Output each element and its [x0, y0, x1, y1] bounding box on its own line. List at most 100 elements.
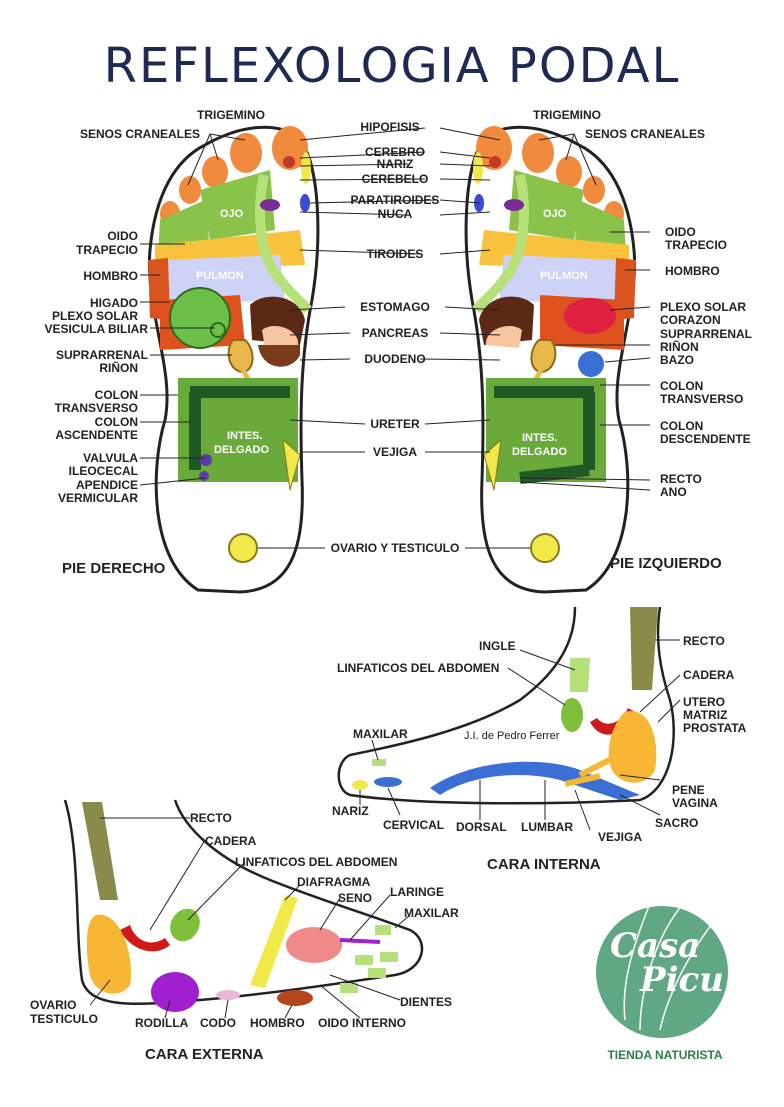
label-oido-r: OIDO [107, 229, 138, 243]
label-dientes: DIENTES [400, 995, 453, 1009]
label-cerebro: CEREBRO [364, 145, 425, 159]
label-ascendente: ASCENDENTE [55, 428, 138, 442]
leader-lines-top [139, 127, 651, 549]
logo-line1: Casa [610, 926, 701, 966]
label-colon-r1: COLON [94, 388, 138, 402]
label-vesicula-biliar: VESICULA BILIAR [44, 322, 148, 336]
label-matriz: MATRIZ [683, 708, 728, 722]
label-nuca: NUCA [377, 207, 413, 221]
label-utero: UTERO [683, 695, 725, 709]
caption-cara-interna: CARA INTERNA [487, 856, 601, 873]
label-maxilar-interna: MAXILAR [353, 727, 408, 741]
label-pulmon-l: PULMON [540, 270, 588, 282]
label-duodeno: DUODENO [364, 352, 426, 366]
label-intes-r: INTES. [227, 430, 263, 442]
label-corazon: CORAZON [660, 313, 721, 327]
label-apendice: APENDICE [75, 478, 138, 492]
label-dorsal: DORSAL [456, 820, 507, 834]
label-intes-l: INTES. [522, 432, 558, 444]
label-transverso-r: TRANSVERSO [54, 401, 138, 415]
label-vermicular: VERMICULAR [58, 491, 138, 505]
label-lumbar: LUMBAR [521, 820, 573, 834]
label-laringe: LARINGE [390, 885, 444, 899]
logo-tagline: TIENDA NATURISTA [607, 1048, 723, 1062]
label-trigemino-r: TRIGEMINO [197, 108, 265, 122]
label-cervical: CERVICAL [383, 818, 445, 832]
label-maxilar-externa: MAXILAR [404, 906, 459, 920]
label-cadera-interna: CADERA [683, 668, 735, 682]
label-nariz: NARIZ [376, 157, 414, 171]
label-ojo-r: OJO [220, 208, 244, 220]
label-ovario-testiculo: OVARIO Y TESTICULO [330, 541, 460, 555]
label-cadera-externa: CADERA [205, 834, 257, 848]
label-ojo-l: OJO [543, 208, 567, 220]
label-oido-interno: OIDO INTERNO [318, 1016, 407, 1030]
casa-picu-logo [596, 889, 729, 1038]
label-hipofisis: HIPOFISIS [360, 120, 420, 134]
label-trigemino-l: TRIGEMINO [533, 108, 601, 122]
label-ureter: URETER [370, 417, 420, 431]
label-sacro: SACRO [655, 816, 699, 830]
label-rinon-l: RIÑON [660, 340, 699, 354]
label-delgado-l: DELGADO [512, 446, 567, 458]
label-vejiga: VEJIGA [372, 445, 417, 459]
label-colon-l1: COLON [660, 379, 704, 393]
label-trapecio-r: TRAPECIO [75, 243, 138, 257]
label-ovario: OVARIO [30, 998, 77, 1012]
label-ileocecal: ILEOCECAL [68, 464, 138, 478]
caption-cara-externa: CARA EXTERNA [145, 1046, 264, 1063]
label-hombro-r: HOMBRO [83, 269, 138, 283]
label-hombro-l: HOMBRO [665, 264, 720, 278]
label-testiculo: TESTICULO [30, 1012, 98, 1026]
logo-line2: Picu [640, 960, 724, 1000]
label-pancreas: PANCREAS [361, 326, 429, 340]
caption-pie-izquierdo: PIE IZQUIERDO [610, 555, 722, 572]
label-plexo-solar-r: PLEXO SOLAR [51, 309, 138, 323]
label-suprarrenal-r: SUPRARRENAL [55, 348, 148, 362]
label-rodilla: RODILLA [135, 1016, 189, 1030]
label-senos-craneales-l: SENOS CRANEALES [585, 127, 706, 141]
label-diafragma: DIAFRAGMA [297, 875, 371, 889]
left-foot [464, 125, 637, 594]
right-foot [147, 125, 320, 594]
label-vagina: VAGINA [672, 796, 718, 810]
label-seno: SENO [338, 891, 373, 905]
inner-side-foot [337, 606, 681, 831]
label-hombro-externa: HOMBRO [250, 1016, 305, 1030]
label-recto-externa: RECTO [190, 811, 232, 825]
label-oido-l: OIDO [665, 225, 696, 239]
label-tiroides: TIROIDES [366, 247, 424, 261]
label-vejiga-interna: VEJIGA [598, 830, 643, 844]
label-colon-l2: COLON [660, 419, 704, 433]
label-senos-craneales-r: SENOS CRANEALES [80, 127, 201, 141]
page-title: REFLEXOLOGIA PODAL [103, 38, 681, 94]
label-delgado-r: DELGADO [214, 444, 269, 456]
label-recto-l: RECTO [660, 472, 702, 486]
label-suprarrenal-l: SUPRARRENAL [660, 327, 753, 341]
label-trapecio-l: TRAPECIO [665, 238, 728, 252]
label-estomago: ESTOMAGO [360, 300, 430, 314]
label-rinon-r: RIÑON [99, 361, 138, 375]
label-nariz-interna: NARIZ [332, 804, 369, 818]
label-prostata: PROSTATA [683, 721, 747, 735]
label-pene: PENE [672, 783, 705, 797]
label-plexo-solar-l: PLEXO SOLAR [660, 300, 747, 314]
label-recto-interna: RECTO [683, 634, 725, 648]
label-linfaticos-interna: LINFATICOS DEL ABDOMEN [337, 661, 500, 675]
label-colon-r2: COLON [94, 415, 138, 429]
label-linfaticos-externa: LINFATICOS DEL ABDOMEN [235, 855, 398, 869]
label-descendente: DESCENDENTE [660, 432, 751, 446]
label-ano: ANO [660, 485, 687, 499]
label-higado: HIGADO [90, 296, 138, 310]
label-ingle: INGLE [479, 639, 516, 653]
label-cerebelo: CEREBELO [361, 172, 429, 186]
label-transverso-l: TRANSVERSO [660, 392, 744, 406]
label-pulmon-r: PULMON [196, 270, 244, 282]
credit-author: J.I. de Pedro Ferrer [464, 730, 560, 742]
label-paratiroides: PARATIROIDES [350, 193, 440, 207]
caption-pie-derecho: PIE DERECHO [62, 560, 166, 577]
outer-side-foot [63, 799, 424, 1019]
label-valvula: VALVULA [83, 451, 138, 465]
